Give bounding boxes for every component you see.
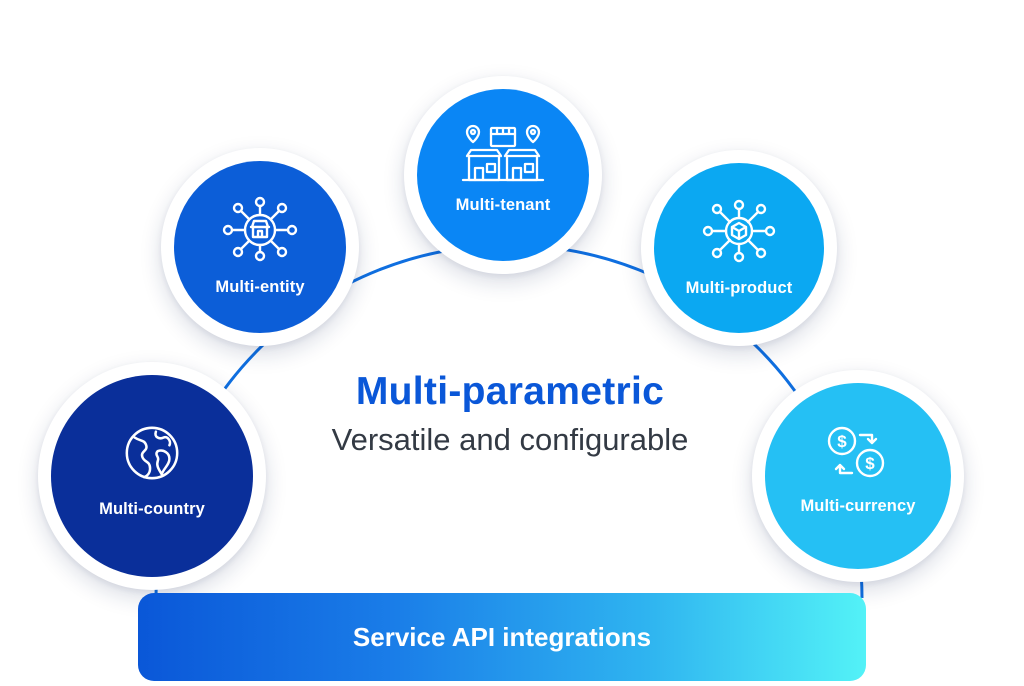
node-multi-tenant-disc: Multi-tenant: [417, 89, 589, 261]
node-multi-currency-label: Multi-currency: [800, 496, 916, 515]
storefront-network-icon: [222, 196, 298, 261]
service-api-bar-label: Service API integrations: [352, 621, 652, 652]
diagram-title: Multi-parametric: [355, 370, 665, 413]
node-multi-product: Multi-product: [641, 150, 837, 346]
node-multi-country: Multi-country: [38, 362, 266, 590]
node-multi-product-disc: Multi-product: [654, 163, 824, 333]
node-multi-tenant-label: Multi-tenant: [455, 195, 551, 214]
diagram-subtitle: Versatile and configurable: [331, 422, 689, 457]
currency-exchange-icon: $ $: [827, 426, 885, 477]
svg-text:$: $: [865, 454, 875, 473]
service-api-bar: Service API integrations: [138, 593, 866, 681]
node-multi-product-label: Multi-product: [685, 278, 793, 297]
node-multi-tenant: Multi-tenant: [404, 76, 602, 274]
node-multi-country-disc: Multi-country: [51, 375, 253, 577]
node-multi-currency-disc: $ $ Multi-currency: [765, 383, 951, 569]
stores-location-icon: [461, 124, 545, 181]
svg-text:$: $: [837, 432, 847, 451]
node-multi-entity-disc: Multi-entity: [174, 161, 346, 333]
box-network-icon: [702, 199, 776, 262]
node-multi-currency: $ $ Multi-currency: [752, 370, 964, 582]
globe-icon: [125, 426, 179, 479]
node-multi-country-label: Multi-country: [99, 499, 205, 518]
node-multi-entity: Multi-entity: [161, 148, 359, 346]
node-multi-entity-label: Multi-entity: [215, 277, 305, 296]
